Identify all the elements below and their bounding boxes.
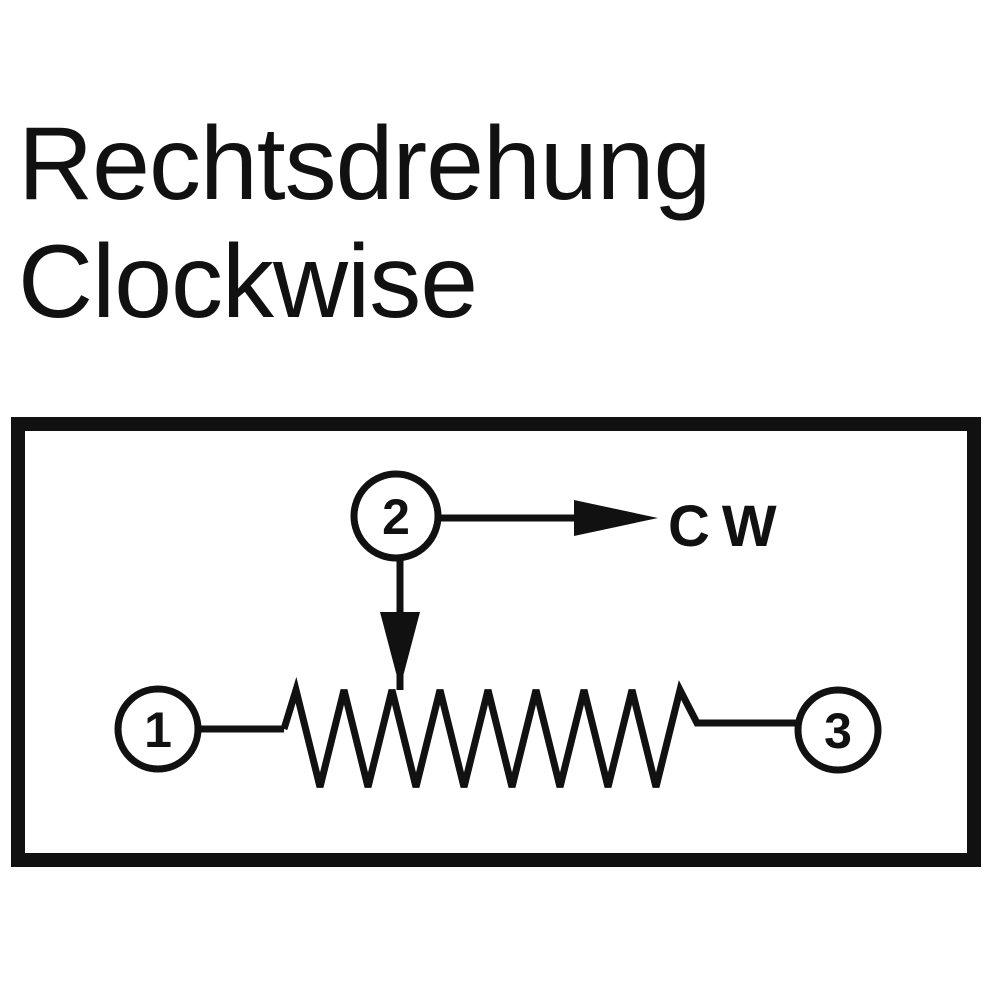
terminal-3-label: 3 <box>824 703 852 759</box>
terminal-2-label: 2 <box>382 489 410 545</box>
terminal-1-label: 1 <box>144 702 172 758</box>
diagram-frame <box>11 417 981 867</box>
terminal-2-circle <box>350 470 442 562</box>
heading-english: Clockwise <box>18 224 478 340</box>
heading-german: Rechtsdrehung <box>18 106 711 222</box>
terminal-3-circle <box>794 686 882 774</box>
cw-arrowhead <box>574 500 658 536</box>
wiper-arrowhead <box>380 612 420 688</box>
resistor-zigzag <box>280 676 708 788</box>
cw-direction-label: CW <box>668 494 789 559</box>
terminal-1-circle <box>114 685 202 773</box>
